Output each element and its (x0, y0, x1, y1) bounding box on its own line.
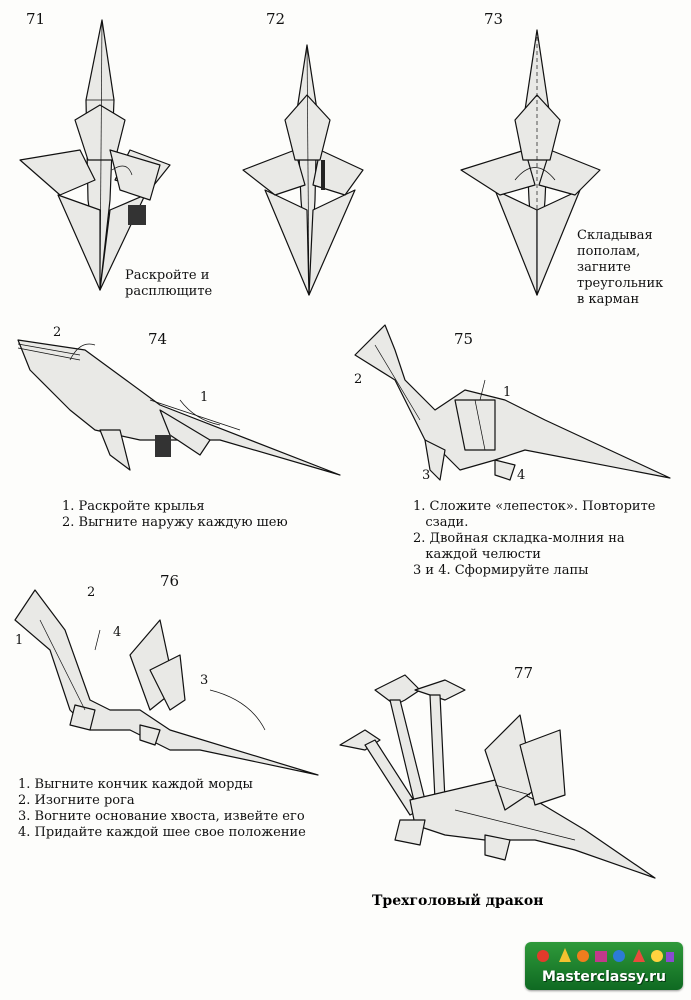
step-76-label-2: 2 (87, 585, 96, 600)
step-75-instruction: 2. Двойная складка-молния на (413, 531, 625, 546)
step-75-instruction: 3 и 4. Сформируйте лапы (413, 563, 589, 578)
step-74-instructions: 1. Раскройте крылья 2. Выгните наружу ка… (62, 499, 288, 531)
step-75-instruction: каждой челюсти (413, 547, 541, 562)
step-72-drawing (242, 44, 364, 296)
step-76-number: 76 (160, 572, 180, 590)
step-74-number: 74 (148, 330, 168, 348)
step-73-caption: Складывая пополам, загните треугольник в… (577, 228, 664, 307)
step-74-drawing (17, 339, 341, 476)
step-76-label-3: 3 (200, 673, 209, 688)
step-76-instruction: 1. Выгните кончик каждой морды (18, 777, 253, 792)
step-76-drawing (14, 589, 319, 776)
step-73-drawing (460, 29, 601, 296)
step-74-label-1: 1 (200, 390, 209, 405)
step-75-instructions: 1. Сложите «лепесток». Повторите сзади. … (413, 499, 656, 579)
step-76-instruction: 3. Вогните основание хвоста, извейте его (18, 809, 305, 824)
craft-items-icon (533, 946, 675, 964)
step-75-drawing (354, 324, 671, 481)
step-76-instruction: 2. Изогните рога (18, 793, 135, 808)
step-74-instruction: 1. Раскройте крылья (62, 499, 205, 514)
step-75-number: 75 (454, 330, 474, 348)
step-71-number: 71 (26, 10, 46, 28)
step-76-figure (10, 580, 330, 780)
step-76-label-1: 1 (15, 633, 24, 648)
step-75-label-1: 1 (503, 385, 512, 400)
step-76-label-4: 4 (113, 625, 122, 640)
step-75-figure (345, 320, 675, 490)
step-75-label-3: 3 (422, 468, 431, 483)
step-77-number: 77 (514, 664, 534, 682)
step-76-instruction: 4. Придайте каждой шее свое положение (18, 825, 306, 840)
step-74-instruction: 2. Выгните наружу каждую шею (62, 515, 288, 530)
step-77-drawing (339, 674, 656, 879)
watermark-text: Masterclassy.ru (541, 969, 667, 985)
step-72-figure (235, 0, 375, 300)
step-75-instruction: сзади. (413, 515, 469, 530)
step-71-figure (0, 0, 230, 300)
step-73-number: 73 (484, 10, 504, 28)
step-74-figure (10, 330, 350, 490)
step-75-instruction: 1. Сложите «лепесток». Повторите (413, 499, 656, 514)
step-76-instructions: 1. Выгните кончик каждой морды 2. Изогни… (18, 777, 306, 841)
step-75-label-2: 2 (354, 372, 363, 387)
step-73-figure (455, 0, 605, 300)
step-77-figure (335, 660, 680, 900)
step-75-label-4: 4 (517, 468, 526, 483)
step-74-label-2: 2 (53, 325, 62, 340)
step-71-caption: Раскройте и расплющите (125, 268, 213, 299)
site-watermark: Masterclassy.ru (525, 942, 683, 990)
step-72-number: 72 (266, 10, 286, 28)
step-77-title: Трехголовый дракон (372, 893, 544, 909)
step-71-drawing (19, 19, 171, 291)
